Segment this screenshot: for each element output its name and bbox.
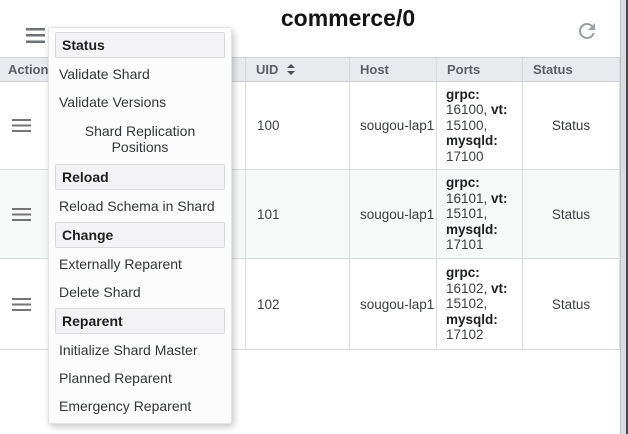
hamburger-icon	[26, 28, 45, 43]
menu-section-header-change: Change	[55, 222, 225, 248]
menu-item-initialize-shard-master[interactable]: Initialize Shard Master	[59, 342, 198, 358]
status-link[interactable]: Status	[523, 82, 620, 169]
column-header-action: Action	[0, 58, 246, 81]
shard-actions-menu-button[interactable]	[24, 26, 47, 45]
ports-cell: grpc: 16102, vt: 15102, mysqld: 17102	[437, 259, 523, 349]
host-cell: sougou-lap1	[350, 170, 437, 258]
menu-item-externally-reparent[interactable]: Externally Reparent	[59, 256, 182, 272]
uid-cell: 101	[246, 170, 350, 258]
column-header-ports: Ports	[437, 58, 523, 81]
ports-cell: grpc: 16100, vt: 15100, mysqld: 17100	[437, 82, 523, 169]
menu-item-validate-versions[interactable]: Validate Versions	[59, 94, 167, 110]
status-link[interactable]: Status	[523, 259, 620, 349]
row-actions-icon[interactable]	[12, 297, 31, 311]
menu-section-header-reload: Reload	[55, 164, 225, 190]
scrollbar-thumb[interactable]	[626, 0, 628, 434]
column-header-host: Host	[350, 58, 437, 81]
sort-icon[interactable]	[287, 64, 296, 75]
menu-item-planned-reparent[interactable]: Planned Reparent	[59, 370, 172, 386]
host-cell: sougou-lap1	[350, 259, 437, 349]
uid-cell: 100	[246, 82, 350, 169]
row-action-cell	[0, 259, 246, 349]
menu-item-delete-shard[interactable]: Delete Shard	[59, 284, 141, 300]
column-header-status: Status	[523, 58, 620, 81]
row-actions-icon[interactable]	[12, 207, 31, 221]
refresh-icon	[578, 22, 595, 39]
menu-item-reload-schema-in-shard[interactable]: Reload Schema in Shard	[59, 198, 215, 214]
menu-section-header-status: Status	[55, 32, 225, 58]
row-action-cell	[0, 170, 246, 258]
shard-actions-menu: Status Validate Shard Validate Versions …	[48, 27, 232, 424]
menu-item-emergency-reparent[interactable]: Emergency Reparent	[59, 398, 192, 414]
ports-cell: grpc: 16101, vt: 15101, mysqld: 17101	[437, 170, 523, 258]
status-link[interactable]: Status	[523, 170, 620, 258]
menu-section-header-reparent: Reparent	[55, 308, 225, 334]
refresh-button[interactable]	[575, 19, 599, 43]
column-header-uid[interactable]: UID	[246, 58, 350, 81]
row-actions-icon[interactable]	[12, 119, 31, 132]
menu-item-validate-shard[interactable]: Validate Shard	[59, 66, 150, 82]
host-cell: sougou-lap1	[350, 82, 437, 169]
uid-cell: 102	[246, 259, 350, 349]
menu-item-shard-replication-positions[interactable]: Shard Replication Positions	[84, 123, 196, 155]
page-title: commerce/0	[280, 5, 416, 31]
scrollbar[interactable]	[620, 0, 628, 434]
row-action-cell	[0, 82, 246, 169]
